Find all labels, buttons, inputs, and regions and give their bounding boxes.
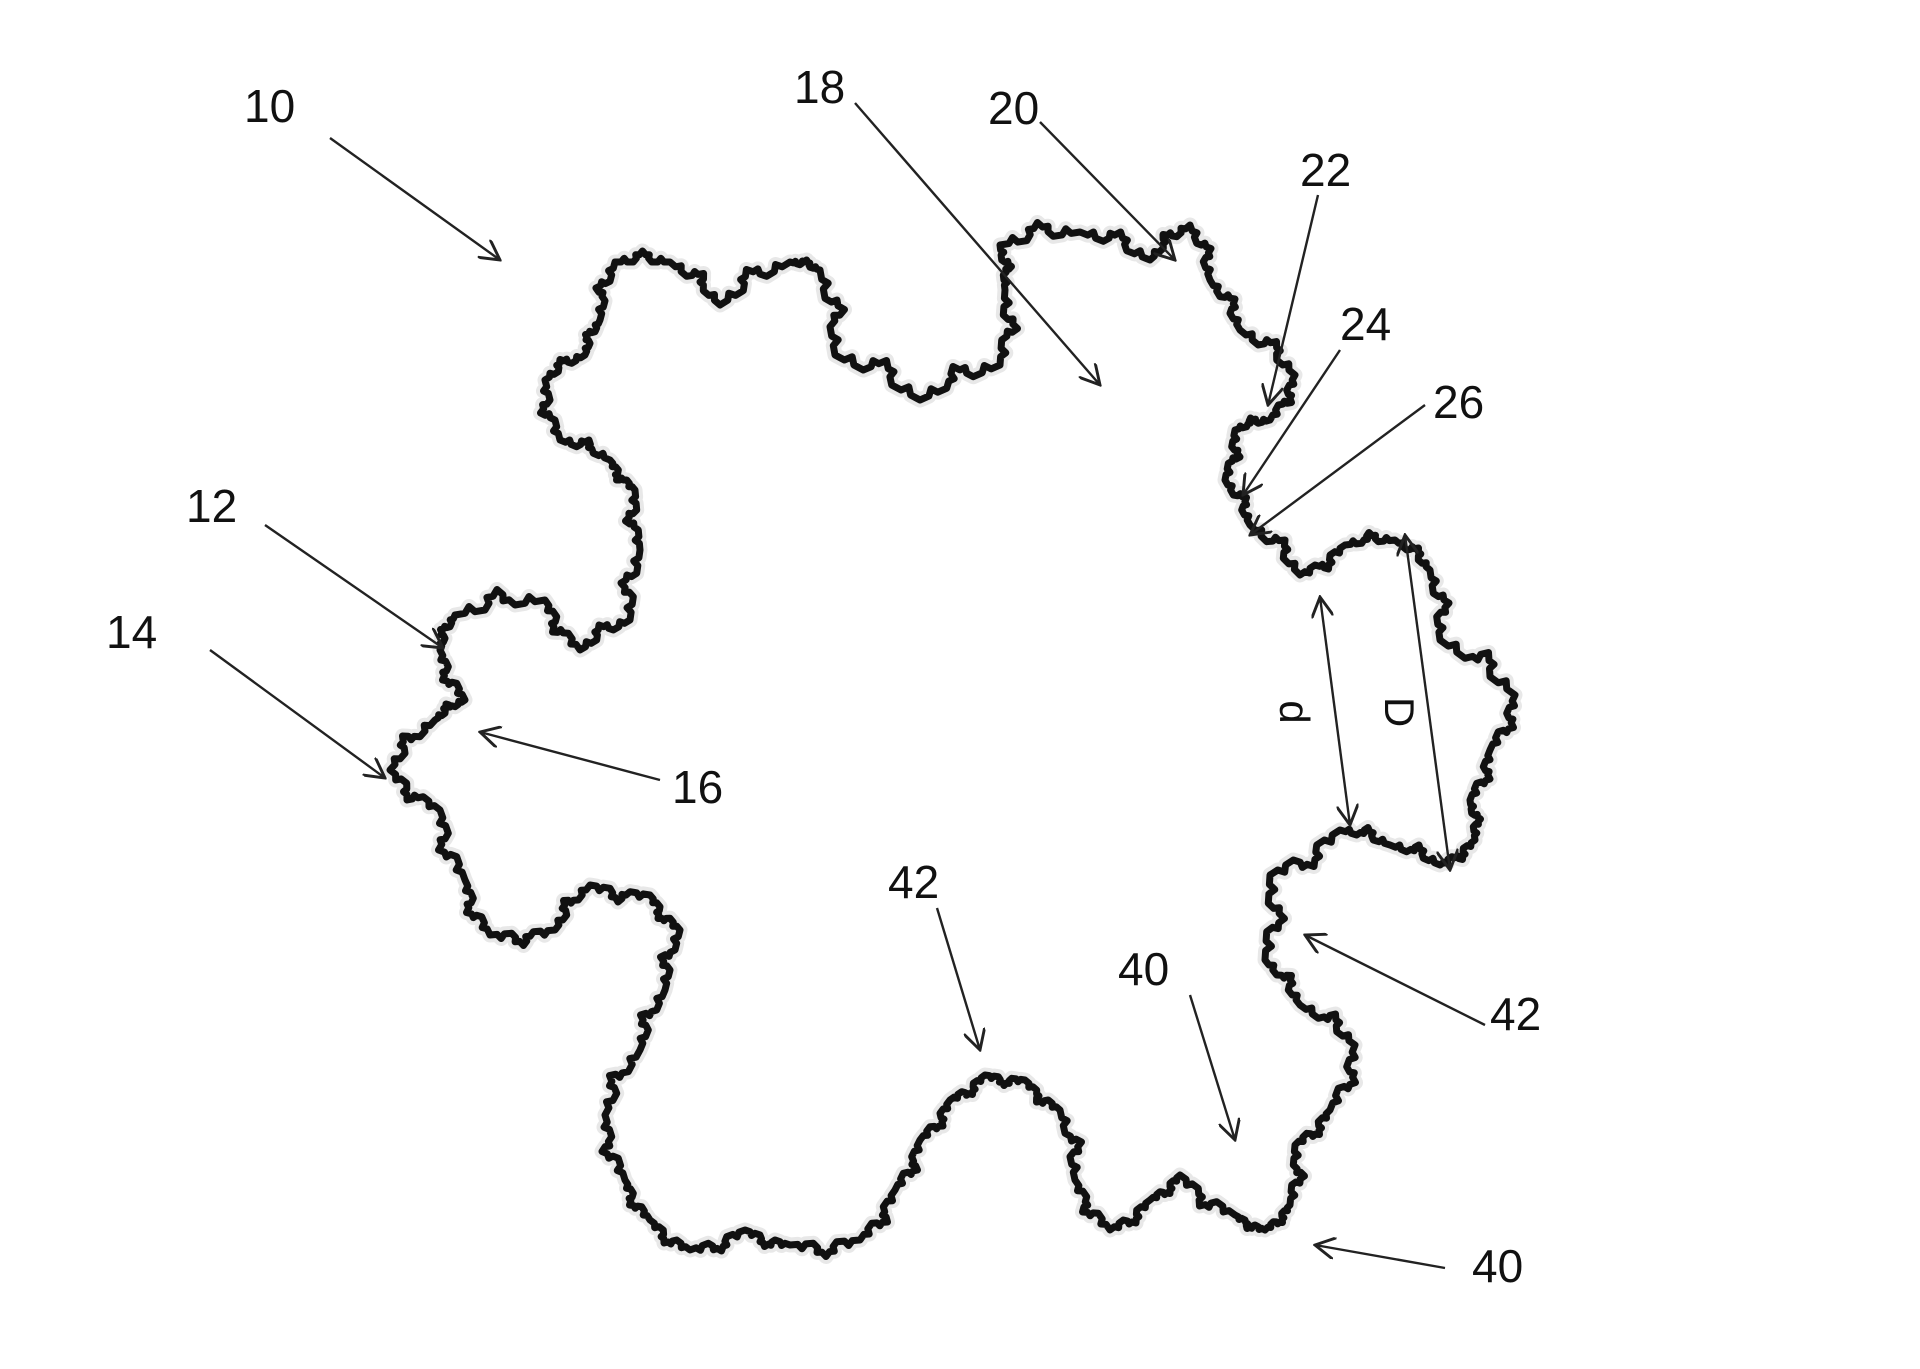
leader-18	[854, 102, 1100, 385]
dimension-D-arrow	[1405, 535, 1450, 870]
leader-14	[209, 649, 385, 778]
dimension-arrows	[1320, 535, 1450, 870]
leader-lines	[209, 102, 1486, 1270]
fractal-outline	[382, 215, 1523, 1264]
label-10: 10	[244, 80, 295, 132]
leader-16	[480, 732, 661, 782]
label-40-bottom: 40	[1472, 1240, 1523, 1292]
leader-26	[1250, 404, 1426, 535]
label-14: 14	[106, 606, 157, 658]
label-22: 22	[1300, 144, 1351, 196]
label-20: 20	[988, 82, 1039, 134]
label-24: 24	[1340, 298, 1391, 350]
leader-10	[329, 137, 500, 260]
label-42-right: 42	[1490, 988, 1541, 1040]
label-40-mid: 40	[1118, 943, 1169, 995]
dimension-d-arrow	[1320, 597, 1350, 825]
label-18: 18	[794, 61, 845, 113]
leader-42-right	[1305, 935, 1486, 1027]
label-12: 12	[186, 480, 237, 532]
label-16: 16	[672, 761, 723, 813]
label-26: 26	[1433, 376, 1484, 428]
dimension-D-label: D	[1376, 697, 1423, 727]
leader-40-bottom	[1315, 1245, 1446, 1270]
reference-numerals: 10 12 14 16 18 20 22 24 26 42 40 42 40	[106, 61, 1541, 1292]
label-42-mid: 42	[888, 856, 939, 908]
dimension-labels: d D	[1271, 697, 1423, 727]
leader-22	[1268, 194, 1320, 405]
leader-20	[1039, 121, 1175, 260]
leader-24	[1243, 349, 1341, 495]
leader-42-mid	[935, 907, 980, 1050]
leader-40-mid	[1188, 994, 1235, 1140]
leader-12	[264, 524, 443, 648]
dimension-d-label: d	[1271, 700, 1318, 723]
